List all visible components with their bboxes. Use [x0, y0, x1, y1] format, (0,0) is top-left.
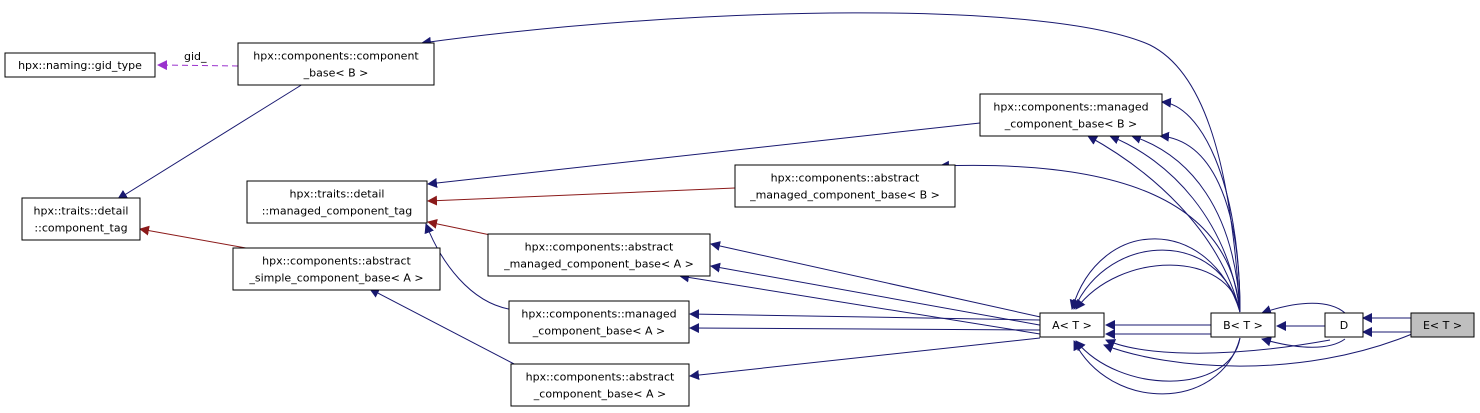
edge-b-to-managed-b-3: [1131, 134, 1241, 313]
edge-abstract-managed-b-to-managed-tag: [427, 187, 736, 206]
nodes-layer: hpx::naming::gid_type hpx::components::co…: [4, 42, 1475, 407]
node-box[interactable]: [232, 247, 441, 291]
edge-b-to-managed-b-4: [1159, 131, 1241, 313]
edge-a-to-managed-a-1: [689, 309, 1041, 321]
node-d[interactable]: D: [1324, 312, 1364, 338]
node-label-line: hpx::naming::gid_type: [18, 59, 142, 72]
edge-a-to-abstract-component-a: [689, 337, 1041, 380]
node-label-line: A< T >: [1052, 319, 1092, 332]
node-a-t[interactable]: A< T >: [1039, 312, 1105, 338]
node-box[interactable]: [1210, 312, 1276, 338]
edge-b-to-component-base-b: [421, 12, 1241, 313]
node-abstract-managed-b[interactable]: hpx::components::abstract_managed_compon…: [734, 164, 956, 208]
node-label-line: hpx::traits::detail: [290, 188, 385, 201]
edge-e-to-a: [1103, 333, 1413, 367]
node-label-line: _base< B >: [303, 67, 369, 80]
edge-a-to-abstract-managed-a-2: [710, 262, 1046, 327]
node-managed-a[interactable]: hpx::components::managed_component_base<…: [508, 300, 690, 344]
edge-managed-b-to-managed-tag: [427, 122, 981, 188]
node-label-line: D: [1340, 319, 1348, 332]
edge-d-to-b-loop-down: [1261, 336, 1346, 348]
node-component-base-b[interactable]: hpx::components::component_base< B >: [237, 42, 435, 86]
node-label-line: hpx::components::abstract: [526, 371, 675, 384]
node-label-line: _component_base< A >: [532, 325, 665, 338]
node-managed-component-tag[interactable]: hpx::traits::detail::managed_component_t…: [246, 180, 428, 224]
node-label-line: _simple_component_base< A >: [248, 272, 423, 285]
node-managed-b[interactable]: hpx::components::managed_component_base<…: [979, 93, 1163, 137]
node-gid-type[interactable]: hpx::naming::gid_type: [4, 52, 156, 78]
node-label-line: _component_base< A >: [533, 388, 666, 401]
edges-layer: gid_: [117, 12, 1413, 395]
node-box[interactable]: [734, 164, 956, 208]
node-label-line: _managed_component_base< A >: [503, 258, 694, 271]
node-abstract-simple-a[interactable]: hpx::components::abstract_simple_compone…: [232, 247, 441, 291]
edge-d-to-a: [1105, 339, 1331, 354]
node-box[interactable]: [246, 180, 428, 224]
node-box[interactable]: [1324, 312, 1364, 338]
node-box[interactable]: [508, 300, 690, 344]
node-label-line: _component_base< B >: [1004, 118, 1137, 131]
node-label-line: hpx::components::managed: [993, 101, 1148, 114]
edge-managed-a-to-managed-tag: [424, 223, 516, 311]
edge-b-to-a-loop-up-1: [1075, 264, 1241, 313]
node-label-line: hpx::components::abstract: [262, 255, 411, 268]
node-b-t[interactable]: B< T >: [1210, 312, 1276, 338]
edge-a-to-abstract-managed-a-1: [710, 241, 1046, 319]
edge-b-to-abstract-managed-b: [939, 160, 1241, 313]
node-box[interactable]: [979, 93, 1163, 137]
edge-label-gid: gid_: [184, 50, 207, 63]
node-box[interactable]: [487, 233, 711, 277]
node-label-line: hpx::components::abstract: [771, 172, 920, 185]
edge-d-to-b-loop-up: [1261, 302, 1346, 315]
edge-a-to-abstract-managed-a-3: [679, 272, 1041, 335]
edge-b-to-a-loop-up-3: [1069, 238, 1241, 313]
node-box[interactable]: [21, 197, 141, 241]
edge-abstract-component-a-to-abstract-simple: [369, 288, 521, 368]
node-label-line: B< T >: [1223, 319, 1263, 332]
edge-b-to-managed-b-5: [1161, 97, 1241, 313]
node-label-line: hpx::components::component: [253, 50, 419, 63]
node-label-line: E< T >: [1423, 319, 1462, 332]
node-label-line: hpx::components::abstract: [525, 241, 674, 254]
node-abstract-component-a[interactable]: hpx::components::abstract_component_base…: [510, 363, 690, 407]
node-label-line: ::managed_component_tag: [262, 205, 413, 218]
node-box[interactable]: [510, 363, 690, 407]
node-label-line: _managed_component_base< B >: [749, 189, 940, 202]
edge-a-to-managed-a-2: [689, 323, 1041, 334]
edge-b-to-managed-b-1: [1087, 135, 1241, 313]
node-box[interactable]: [1410, 312, 1475, 338]
node-box[interactable]: [237, 42, 435, 86]
edge-component-base-to-component-tag: [117, 83, 304, 200]
node-e-t[interactable]: E< T >: [1410, 312, 1475, 338]
node-abstract-managed-a[interactable]: hpx::components::abstract_managed_compon…: [487, 233, 711, 277]
node-label-line: hpx::components::managed: [521, 308, 676, 321]
edge-b-to-a-loop-down-2: [1073, 337, 1241, 395]
node-box[interactable]: [1039, 312, 1105, 338]
edge-component-base-to-gid-type: [157, 60, 239, 71]
node-component-tag[interactable]: hpx::traits::detail::component_tag: [21, 197, 141, 241]
node-label-line: hpx::traits::detail: [34, 205, 129, 218]
node-label-line: ::component_tag: [34, 222, 127, 235]
edge-b-to-a-loop-up-2: [1073, 249, 1241, 313]
node-box[interactable]: [4, 52, 156, 78]
